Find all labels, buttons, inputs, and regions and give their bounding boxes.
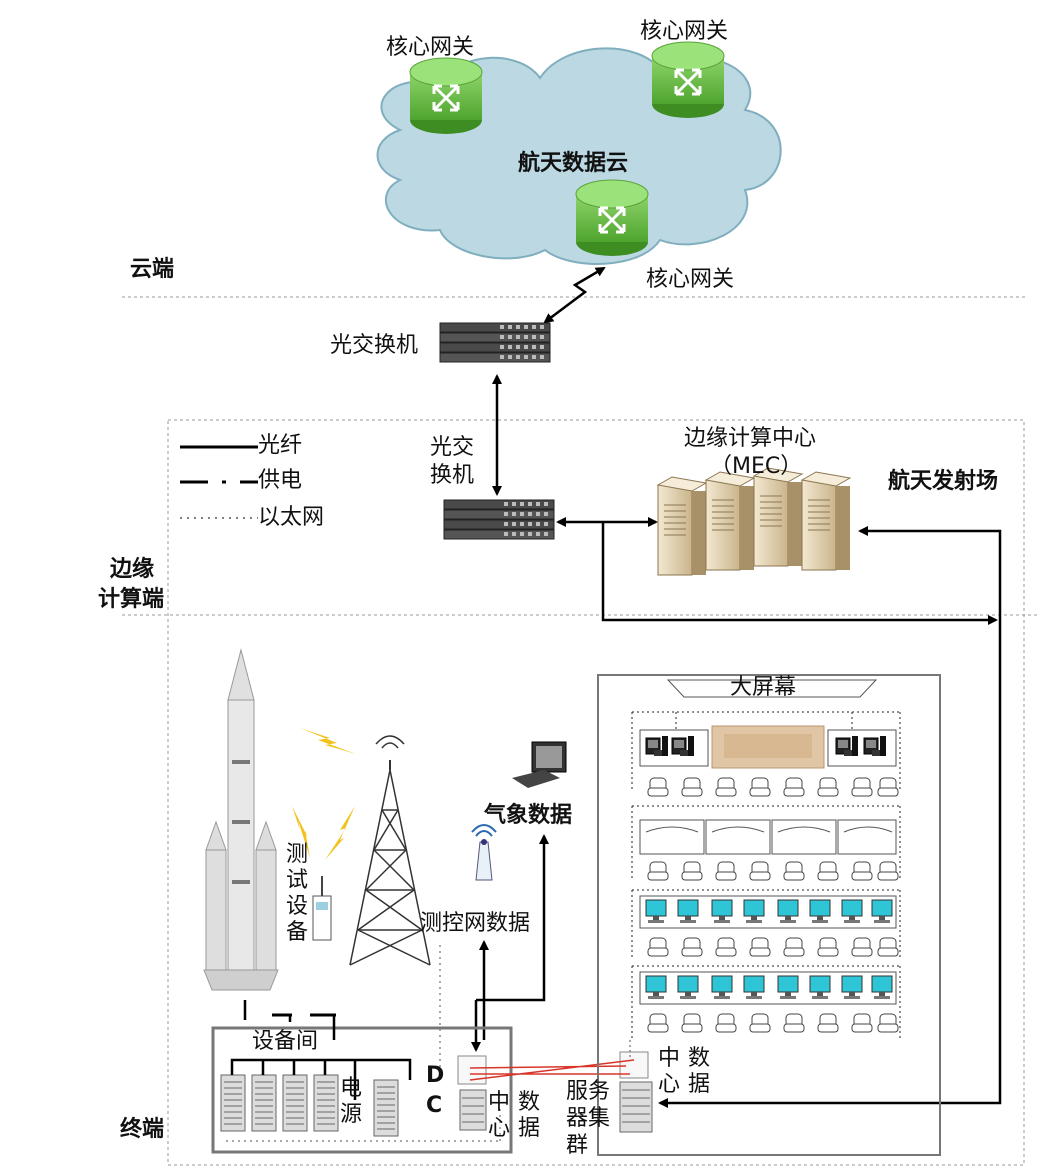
computer-icon [863, 735, 887, 757]
data-center-left-label-b: 数据 [517, 1090, 540, 1141]
computer-icon [835, 735, 859, 757]
fiber-link [476, 834, 549, 1002]
server-rack-icon [313, 1074, 339, 1132]
weather-computer-icon [512, 741, 567, 788]
server-rack-icon [251, 1074, 277, 1132]
server-rack-icon [220, 1074, 246, 1132]
gateway-label-bottom: 核心网关 [646, 267, 735, 292]
server-cluster-label: 服务器集群 [566, 1079, 611, 1158]
core-gateway-icon [574, 178, 650, 258]
optical-switch-icon [439, 322, 551, 363]
switch-edge-label-2: 换机 [430, 463, 475, 488]
gateway-label-right: 核心网关 [640, 19, 729, 44]
antenna-icon [471, 824, 497, 881]
dc-label-bottom: C [426, 1093, 443, 1118]
mec-label-2: （MEC） [710, 454, 803, 479]
chair-row [647, 861, 899, 881]
transmission-tower-icon [349, 735, 431, 966]
data-center-right-label-a: 中心 [657, 1046, 680, 1097]
power-source-label: 电源 [339, 1076, 362, 1127]
tt-network-label: 测控网数据 [420, 911, 531, 936]
launch-site-frame [167, 419, 1025, 1166]
dc-label-top: D [426, 1063, 445, 1088]
server-cluster-icon [619, 1051, 653, 1133]
wireless-signal-icon [300, 728, 356, 754]
layer-label-edge-1: 边缘 [110, 557, 155, 582]
layer-label-edge-2: 计算端 [98, 587, 165, 612]
legend-power-label: 供电 [258, 468, 303, 493]
mec-label-1: 边缘计算中心 [684, 426, 817, 451]
layer-label-terminal: 终端 [120, 1117, 165, 1142]
switch-top-label: 光交换机 [330, 333, 419, 358]
data-center-right-label-b: 数据 [687, 1046, 710, 1097]
chair-row [647, 937, 899, 957]
cloud-title: 航天数据云 [518, 151, 629, 176]
power-lines [230, 1000, 412, 1100]
control-room-frame [597, 674, 941, 1156]
core-gateway-icon [650, 40, 726, 120]
computer-icon [671, 735, 695, 757]
layer-label-cloud: 云端 [130, 257, 175, 282]
fiber-link [658, 526, 1002, 1108]
edge-switch-icon [443, 499, 555, 540]
equipment-room-frame [211, 1026, 513, 1154]
chair-row [647, 777, 899, 797]
core-gateway-icon [408, 56, 484, 136]
switch-edge-label-1: 光交 [430, 435, 475, 460]
rocket-icon [203, 648, 279, 991]
gateway-label-left: 核心网关 [386, 35, 475, 60]
dc-server-icon [457, 1055, 487, 1131]
mec-server-icon [753, 467, 803, 567]
server-rack-icon [282, 1074, 308, 1132]
big-screen-shape [666, 679, 878, 698]
weather-label: 气象数据 [484, 803, 573, 828]
legend-ethernet-label: 以太网 [258, 505, 325, 530]
power-unit-icon [373, 1079, 399, 1137]
chair-row [647, 1013, 899, 1033]
mec-server-icon [705, 471, 755, 571]
data-center-left-label-a: 中心 [487, 1090, 510, 1141]
site-label: 航天发射场 [888, 469, 999, 494]
wireless-signal-icon [292, 806, 310, 858]
mec-server-icon [801, 471, 851, 571]
desk-row [639, 819, 897, 855]
legend-fiber-label: 光纤 [258, 433, 303, 458]
wireless-signal-icon [325, 806, 355, 860]
test-device-label: 测试设备 [285, 842, 308, 945]
wireless-link [543, 266, 606, 324]
equipment-room-label: 设备间 [252, 1029, 319, 1054]
big-screen-label: 大屏幕 [730, 675, 797, 700]
data-link [469, 1059, 635, 1081]
computer-icon [645, 735, 669, 757]
mec-server-icon [657, 476, 707, 576]
